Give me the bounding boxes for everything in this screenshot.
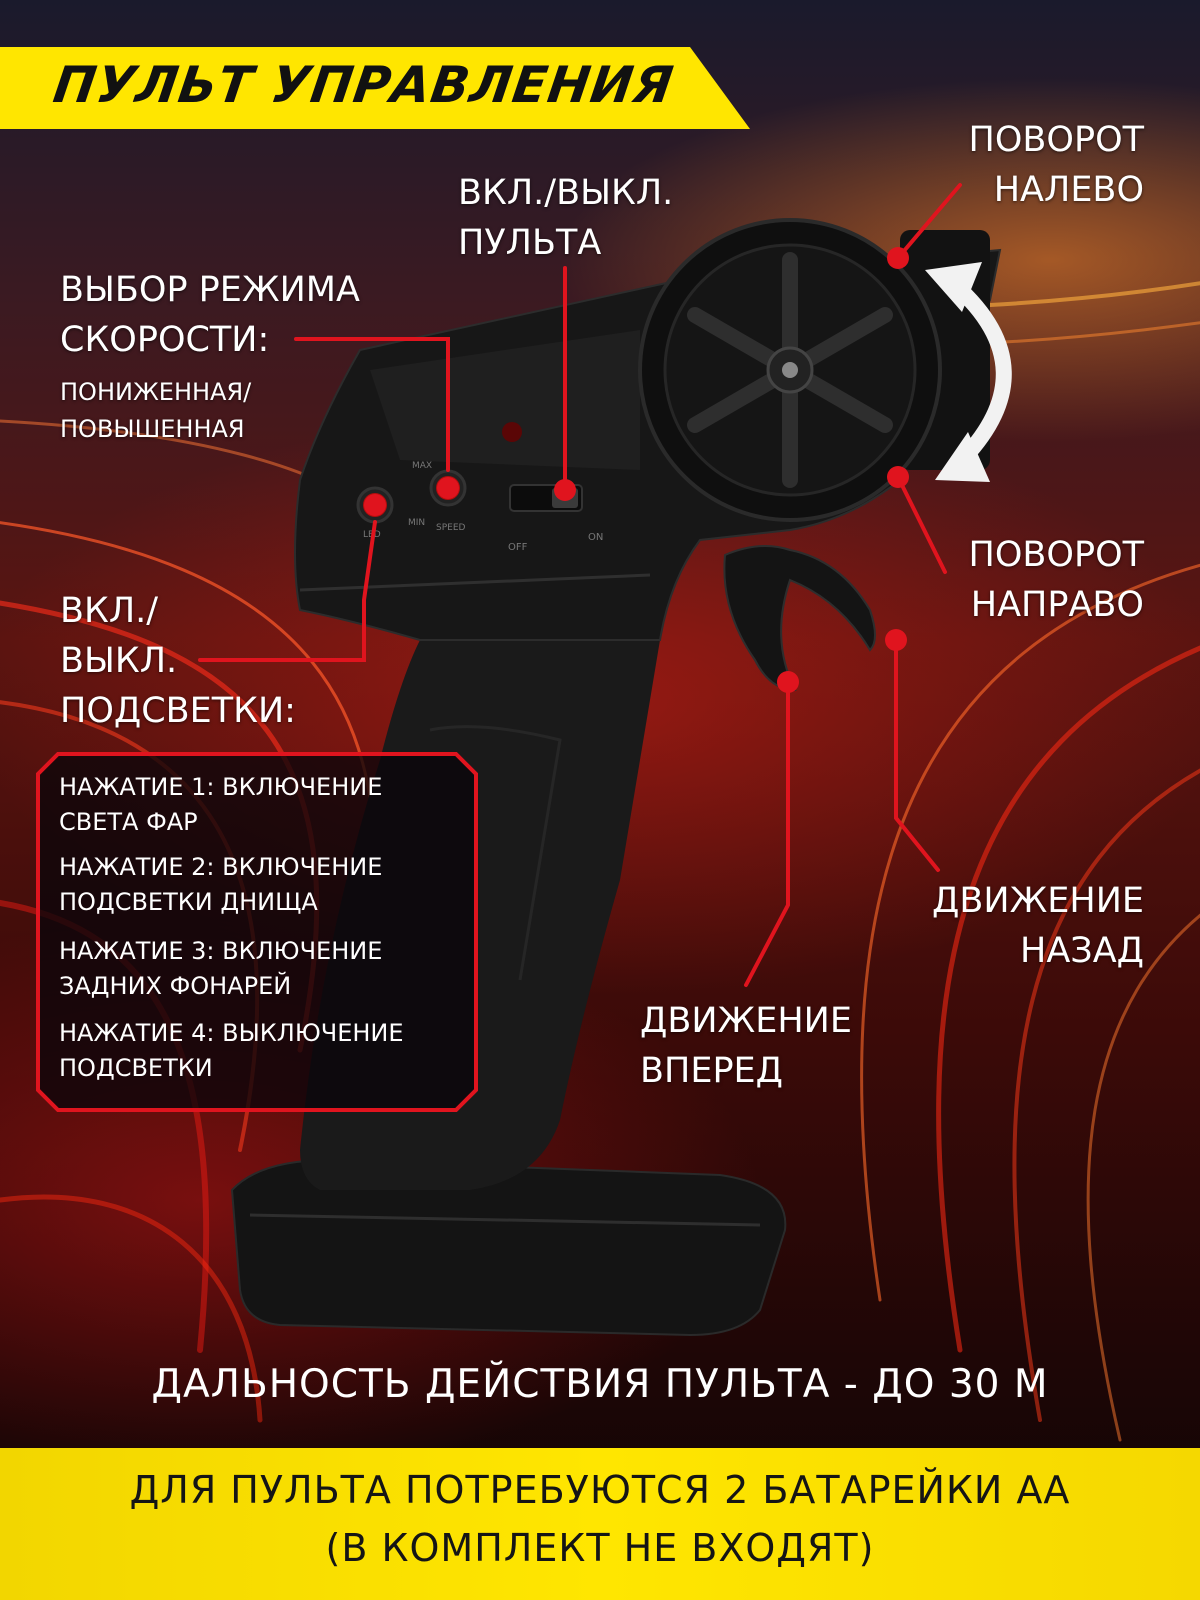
light-mode-1: НАЖАТИЕ 1: ВКЛЮЧЕНИЕ СВЕТА ФАР: [59, 773, 383, 836]
label-backward: ДВИЖЕНИЕ НАЗАД: [932, 881, 1144, 971]
light-mode-3: НАЖАТИЕ 3: ВКЛЮЧЕНИЕ ЗАДНИХ ФОНАРЕЙ: [59, 937, 383, 1000]
mark-min: MIN: [408, 518, 425, 528]
label-lights: ВКЛ./ ВЫКЛ. ПОДСВЕТКИ:: [60, 591, 296, 731]
battery-footer: ДЛЯ ПУЛЬТА ПОТРЕБУЮТСЯ 2 БАТАРЕЙКИ АА (В…: [0, 1448, 1200, 1600]
label-turn-left: ПОВОРОТ НАЛЕВО: [968, 120, 1144, 210]
footer-line-1: ДЛЯ ПУЛЬТА ПОТРЕБУЮТСЯ 2 БАТАРЕЙКИ АА: [129, 1468, 1071, 1512]
label-power: ВКЛ./ВЫКЛ. ПУЛЬТА: [458, 173, 674, 263]
mark-off: OFF: [508, 542, 528, 553]
label-speed-mode: ВЫБОР РЕЖИМА СКОРОСТИ:: [60, 270, 360, 360]
light-mode-4: НАЖАТИЕ 4: ВЫКЛЮЧЕНИЕ ПОДСВЕТКИ: [59, 1019, 404, 1082]
label-forward: ДВИЖЕНИЕ ВПЕРЕД: [640, 1001, 852, 1091]
footer-line-2: (В КОМПЛЕКТ НЕ ВХОДЯТ): [325, 1526, 875, 1570]
range-text: ДАЛЬНОСТЬ ДЕЙСТВИЯ ПУЛЬТА - ДО 30 М: [151, 1362, 1049, 1407]
label-speed-mode-values: ПОНИЖЕННАЯ/ ПОВЫШЕННАЯ: [60, 378, 252, 443]
mark-speed: SPEED: [436, 523, 466, 533]
label-turn-right: ПОВОРОТ НАПРАВО: [968, 535, 1144, 625]
light-modes-box: [36, 752, 478, 1112]
light-mode-2: НАЖАТИЕ 2: ВКЛЮЧЕНИЕ ПОДСВЕТКИ ДНИЩА: [59, 853, 383, 916]
mark-max: MAX: [412, 461, 432, 471]
mark-on: ON: [588, 532, 603, 543]
title-banner: [0, 47, 750, 129]
